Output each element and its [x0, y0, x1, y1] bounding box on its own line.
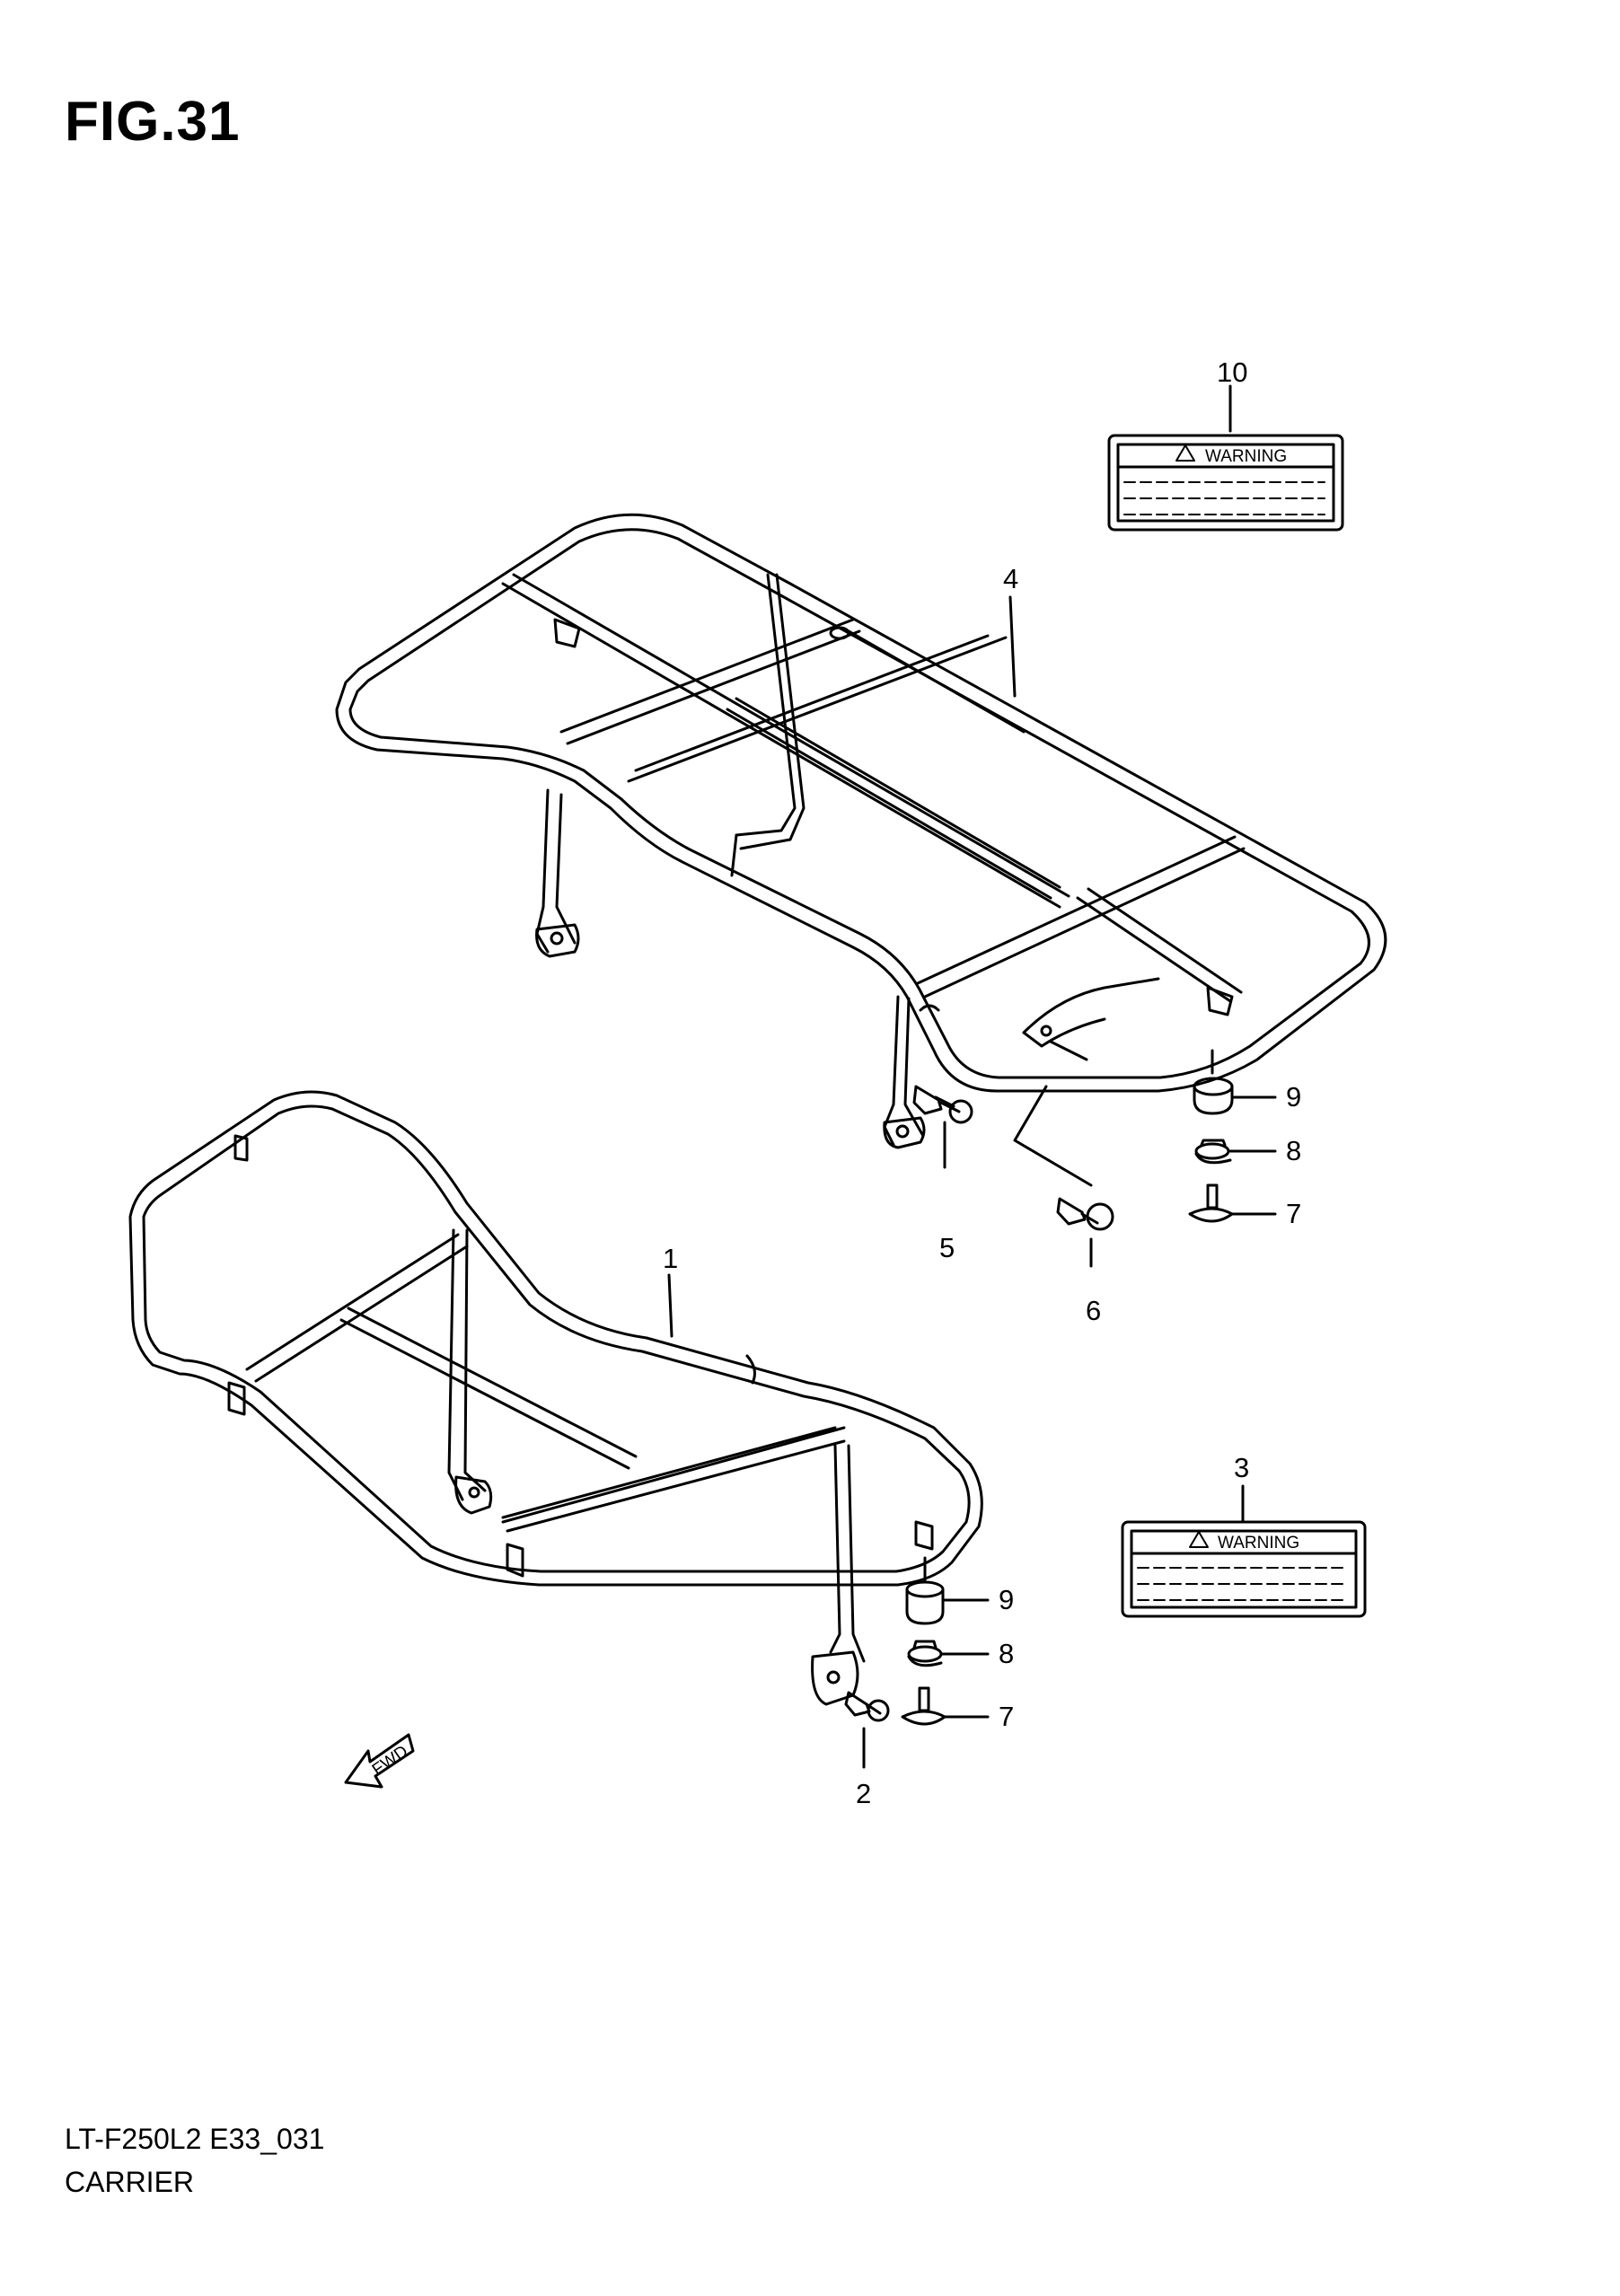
callout-part-2: 2: [856, 1778, 871, 1809]
callout-part-8-front: 8: [999, 1638, 1014, 1669]
front-carrier-part-1: [128, 1090, 983, 1706]
warning-label-text-top: WARNING: [1205, 447, 1287, 466]
bolt-part-6: [1013, 1085, 1114, 1268]
leader-line-4: [1008, 595, 1017, 698]
callout-part-5: 5: [939, 1232, 955, 1263]
front-fastener-stack: [901, 1556, 990, 1726]
callout-part-4: 4: [1003, 563, 1018, 594]
callout-part-9-front: 9: [999, 1584, 1014, 1615]
diagram-section-name: CARRIER: [65, 2166, 195, 2198]
bolt-part-5: [912, 1085, 973, 1169]
callout-part-10: 10: [1217, 356, 1247, 388]
callout-part-9-rear: 9: [1286, 1081, 1301, 1113]
bolt-part-2: [844, 1691, 890, 1769]
figure-title: FIG.31: [65, 91, 241, 153]
forward-direction-arrow: FWD: [344, 1733, 415, 1789]
callout-part-8-rear: 8: [1286, 1135, 1301, 1166]
callout-part-3: 3: [1234, 1452, 1249, 1483]
warning-label-part-10: WARNING: [1107, 434, 1344, 532]
rear-carrier-part-4: [335, 513, 1387, 1149]
rear-fastener-stack: [1188, 1049, 1277, 1223]
leader-line-1: [667, 1273, 674, 1338]
callout-part-7-front: 7: [999, 1701, 1014, 1732]
warning-label-part-3: WARNING: [1121, 1520, 1367, 1618]
warning-label-text-bottom: WARNING: [1218, 1534, 1299, 1553]
diagram-model-code: LT-F250L2 E33_031: [65, 2123, 325, 2155]
callout-part-7-rear: 7: [1286, 1198, 1301, 1229]
callout-part-6: 6: [1086, 1295, 1101, 1326]
callout-part-1: 1: [663, 1243, 678, 1274]
